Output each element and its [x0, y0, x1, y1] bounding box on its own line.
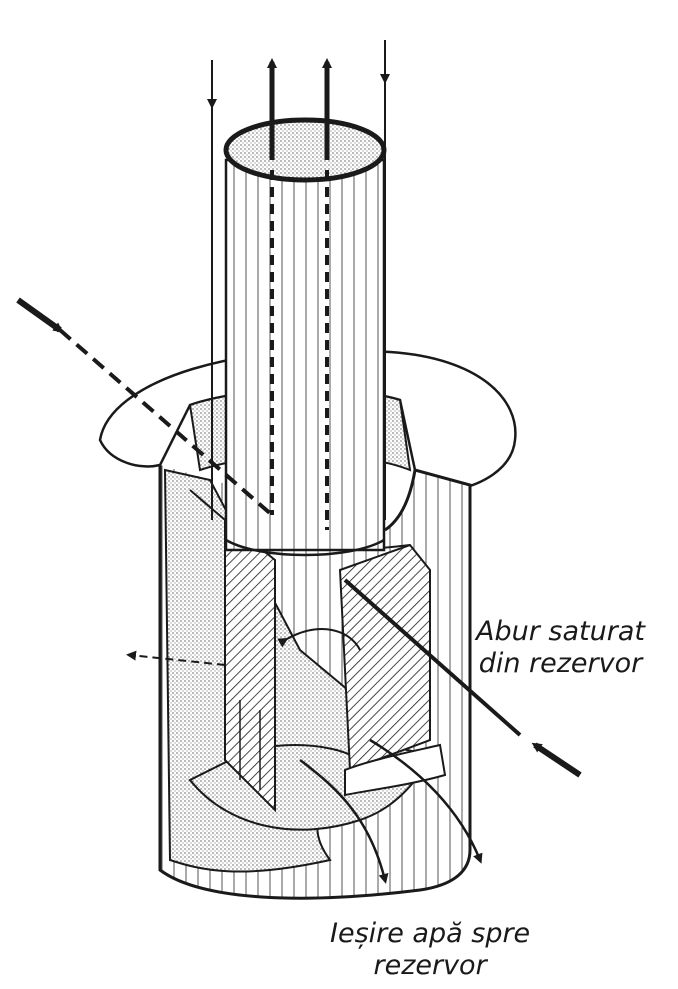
- inlet-arrow-left: [16, 297, 274, 517]
- upflow-arrows: [267, 58, 332, 160]
- steam-inlet-arrow: [343, 578, 582, 778]
- steam-inlet-label: Abur saturat din rezervor: [476, 616, 645, 680]
- steam-inlet-label-line1: Abur saturat: [476, 616, 645, 647]
- steam-inlet-label-line2: din rezervor: [478, 647, 643, 679]
- water-outlet-label-line2: rezervor: [373, 949, 487, 981]
- downflow-arrows: [207, 40, 390, 520]
- riser-tube: [223, 117, 387, 557]
- water-outlet-arrows: [239, 628, 483, 884]
- side-outlet-arrow: [126, 650, 226, 666]
- water-outlet-label-line1: Ieșire apă spre: [330, 918, 531, 949]
- water-outlet-label: Ieșire apă spre rezervor: [330, 918, 530, 982]
